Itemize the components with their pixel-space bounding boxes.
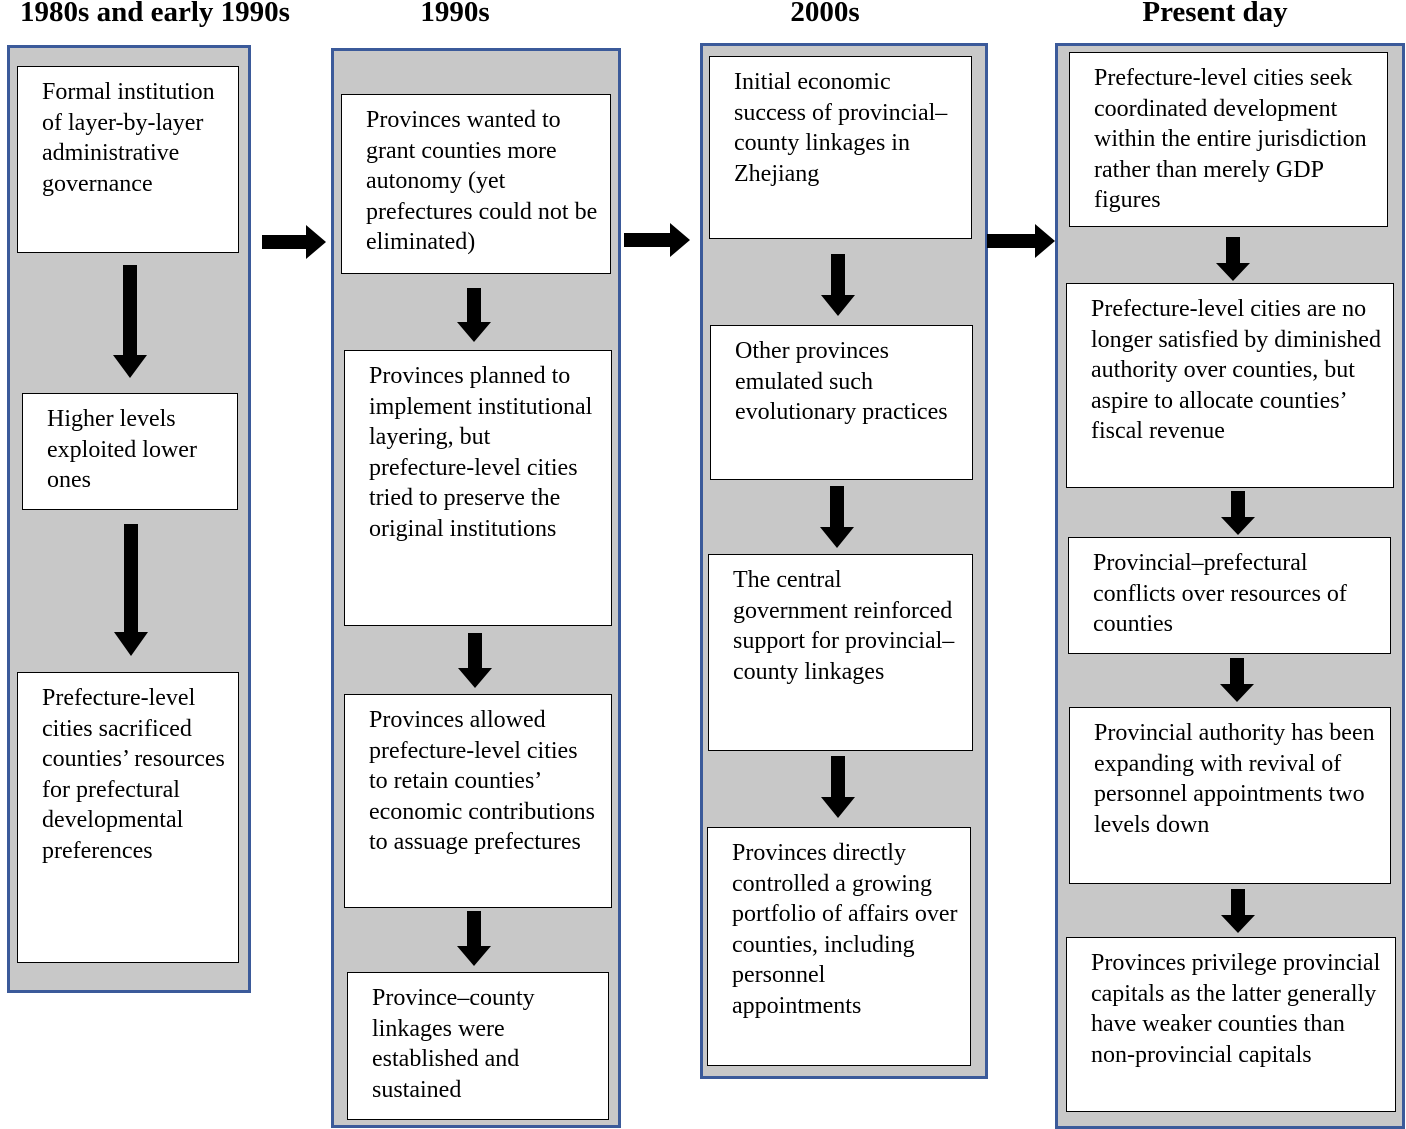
down-arrow-icon: [113, 265, 147, 378]
down-arrow-icon: [821, 756, 855, 818]
right-arrow-icon: [624, 223, 690, 257]
stage-box: Provinces directly controlled a growing …: [707, 827, 971, 1066]
stage-box: Provinces planned to implement instituti…: [344, 350, 612, 626]
down-arrow-icon: [821, 254, 855, 316]
stage-box: Provincial authority has been expanding …: [1069, 707, 1391, 884]
stage-box: Prefecture-level cities are no longer sa…: [1066, 283, 1394, 488]
column-heading-1990s: 1990s: [420, 0, 490, 28]
right-arrow-icon: [987, 224, 1055, 258]
down-arrow-icon: [458, 633, 492, 688]
down-arrow-icon: [820, 486, 854, 548]
stage-box: Other provinces emulated such evolutiona…: [710, 325, 973, 480]
stage-box: Formal institution of layer-by-layer adm…: [17, 66, 239, 253]
stage-box: Prefecture-level cities seek coordinated…: [1069, 52, 1388, 227]
column-heading-1980s: 1980s and early 1990s: [20, 0, 290, 28]
down-arrow-icon: [114, 524, 148, 656]
down-arrow-icon: [457, 911, 491, 966]
down-arrow-icon: [1221, 491, 1255, 535]
stage-box: Higher levels exploited lower ones: [22, 393, 238, 510]
stage-box: Provinces allowed prefecture-level citie…: [344, 694, 612, 908]
stage-box: Provinces privilege provincial capitals …: [1066, 937, 1396, 1112]
column-heading-2000s: 2000s: [790, 0, 860, 28]
down-arrow-icon: [1220, 658, 1254, 702]
down-arrow-icon: [1216, 237, 1250, 281]
column-heading-present-day: Present day: [1142, 0, 1288, 28]
stage-box: The central government reinforced suppor…: [708, 554, 973, 751]
stage-box: Initial economic success of provincial–c…: [709, 56, 972, 239]
stage-box: Provinces wanted to grant counties more …: [341, 94, 611, 274]
down-arrow-icon: [1221, 889, 1255, 933]
stage-box: Provincial–prefectural conflicts over re…: [1068, 537, 1391, 654]
stage-box: Prefecture-level cities sacrificed count…: [17, 672, 239, 963]
stage-box: Province–county linkages were establishe…: [347, 972, 609, 1120]
down-arrow-icon: [457, 288, 491, 342]
right-arrow-icon: [262, 225, 326, 259]
